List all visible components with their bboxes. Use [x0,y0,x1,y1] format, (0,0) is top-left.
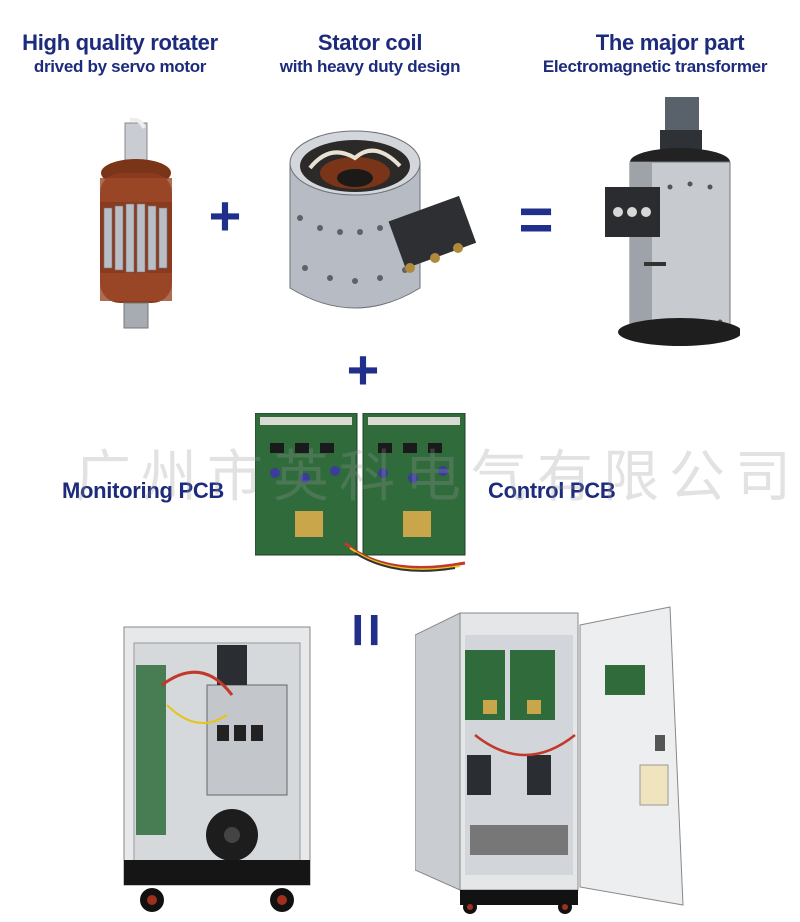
rotor-image [100,118,172,329]
control-pcb-label: Control PCB [488,478,616,503]
equals-symbol-2: = [333,612,400,648]
transformer-title: The major part [595,30,745,55]
stator-image [289,130,477,309]
rotor-subtitle: drived by servo motor [33,57,207,76]
plus-symbol: + [208,184,242,247]
equals-symbol: = [518,186,554,253]
right-cabinet-image [415,606,684,914]
transformer-image [605,97,740,346]
watermark-text: 广州市英科电气有限公司 [75,445,800,510]
plus-symbol-2: + [346,338,380,401]
transformer-subtitle: Electromagnetic transformer [542,57,768,76]
pcb-image [255,413,466,572]
rotor-title: High quality rotater [22,30,218,55]
stator-subtitle: with heavy duty design [279,57,461,76]
stator-title: Stator coil [317,30,423,55]
left-cabinet-image [123,626,311,912]
monitoring-pcb-label: Monitoring PCB [62,478,224,503]
